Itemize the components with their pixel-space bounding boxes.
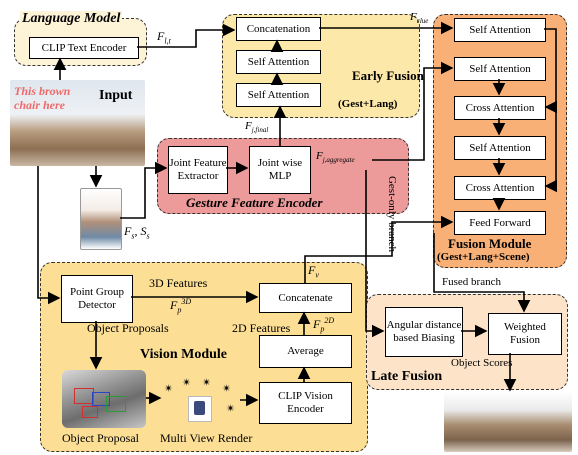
object-proposals-label: Object Proposals — [87, 321, 169, 335]
f-jfinal-label: Fj,final — [245, 120, 269, 135]
multi-view-render: ✴ ✴ ✴ ✴ ✴ — [162, 376, 240, 424]
camera-icon: ✴ — [164, 382, 174, 395]
feed-forward-box: Feed Forward — [454, 211, 546, 235]
object-scores-label: Object Scores — [451, 357, 513, 369]
language-model-title: Language Model — [20, 11, 123, 27]
camera-icon: ✴ — [222, 382, 232, 395]
concatenation-box: Concatenation — [236, 17, 321, 41]
late-fusion-title: Late Fusion — [371, 369, 443, 384]
fusion-module-title: Fusion Module — [448, 236, 532, 251]
input-title: Input — [99, 88, 133, 103]
fv-label: Fv — [308, 263, 319, 280]
early-fusion-subtitle: (Gest+Lang) — [338, 98, 398, 110]
input-scene-image — [10, 80, 145, 166]
vision-module-title: Vision Module — [140, 347, 227, 362]
camera-icon: ✴ — [226, 402, 236, 415]
fusion-self-attention-1-box: Self Attention — [454, 18, 546, 42]
clip-text-encoder-box: CLIP Text Encoder — [29, 37, 139, 59]
weighted-fusion-box: Weighted Fusion — [488, 313, 562, 355]
fusion-cross-attention-2-box: Cross Attention — [454, 176, 546, 200]
point-group-detector-box: Point Group Detector — [61, 275, 133, 323]
f-clue-label: Fclue — [410, 11, 429, 26]
object-proposal-caption: Object Proposal — [62, 431, 139, 445]
fp3d-label: Fp3D — [170, 297, 192, 315]
features-2d-label: 2D Features — [232, 321, 291, 335]
features-3d-label: 3D Features — [149, 276, 208, 290]
object-proposal-image — [62, 370, 146, 428]
output-scene-image — [444, 392, 572, 452]
input-utterance: This brown chair here — [14, 84, 71, 113]
joint-feature-extractor-box: Joint Feature Extractor — [168, 146, 228, 194]
fused-branch-label: Fused branch — [442, 276, 501, 288]
fp2d-label: Fp2D — [313, 316, 335, 334]
f-jaggregate-label: Fj,aggregate — [316, 150, 355, 165]
person-skeleton-image — [80, 188, 122, 250]
f-lt-label: Fl,t — [157, 29, 171, 46]
clip-vision-encoder-box: CLIP Vision Encoder — [259, 382, 352, 424]
fusion-self-attention-2-box: Self Attention — [454, 57, 546, 81]
joint-wise-mlp-box: Joint wise MLP — [249, 146, 311, 194]
early-fusion-title: Early Fusion — [352, 68, 424, 83]
camera-icon: ✴ — [182, 376, 192, 389]
average-box: Average — [259, 335, 352, 368]
fusion-cross-attention-1-box: Cross Attention — [454, 96, 546, 120]
fs-ss-label: Fs, Ss — [124, 224, 150, 241]
fusion-module-subtitle: (Gest+Lang+Scene) — [437, 251, 530, 263]
fusion-self-attention-3-box: Self Attention — [454, 136, 546, 160]
gesture-encoder-title: Gesture Feature Encoder — [186, 195, 323, 210]
multi-view-caption: Multi View Render — [160, 431, 253, 445]
angular-biasing-box: Angular distance based Biasing — [385, 307, 463, 357]
chair-render-image — [188, 396, 212, 422]
camera-icon: ✴ — [202, 376, 212, 389]
